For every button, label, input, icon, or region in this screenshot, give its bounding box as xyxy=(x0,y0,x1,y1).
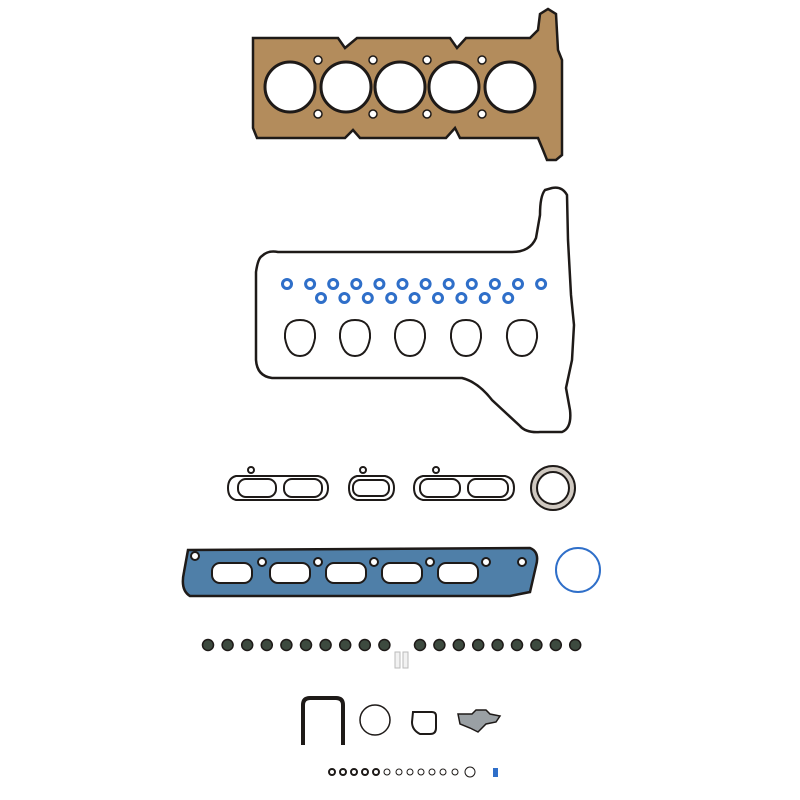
rear-seal xyxy=(530,465,576,511)
exhaust-port xyxy=(325,562,367,584)
tube-seal-loop xyxy=(449,318,483,358)
cylinder-bore xyxy=(319,60,373,114)
spark-plug-o-ring xyxy=(455,292,468,304)
small-o-ring xyxy=(328,768,336,776)
spark-plug-o-ring xyxy=(385,292,398,304)
spark-plug-o-ring xyxy=(488,278,501,290)
blue-o-ring xyxy=(555,547,601,593)
spark-plug-o-ring xyxy=(327,278,340,290)
small-o-ring xyxy=(451,768,459,776)
bolt-hole xyxy=(422,55,432,65)
tube-seal-loop xyxy=(338,318,372,358)
small-o-ring xyxy=(464,766,476,778)
exhaust-port xyxy=(269,562,311,584)
small-gasket xyxy=(410,711,437,735)
spark-plug-o-ring xyxy=(281,278,293,290)
o-ring xyxy=(359,704,391,736)
tube-seal-loop xyxy=(505,318,539,358)
small-o-ring xyxy=(339,768,347,776)
tube-seal-loop xyxy=(393,318,427,358)
white-plugs xyxy=(394,651,409,669)
valve-stem-seal xyxy=(201,638,215,652)
valve-stem-seal xyxy=(358,638,372,652)
spark-plug-o-ring xyxy=(315,292,327,304)
valve-stem-seal xyxy=(260,638,274,652)
tube-seal-loop xyxy=(283,318,317,358)
valve-stem-seals xyxy=(201,638,582,652)
spark-plug-o-ring xyxy=(338,292,351,304)
valve-cover-gasket xyxy=(254,186,576,434)
exhaust-port xyxy=(381,562,423,584)
exhaust-port xyxy=(211,562,253,584)
cylinder-bore xyxy=(427,60,481,114)
valve-stem-seal xyxy=(338,638,352,652)
bolt-hole xyxy=(190,551,200,561)
valve-stem-seal xyxy=(568,638,582,652)
spark-plug-o-ring xyxy=(442,278,455,290)
valve-stem-seal xyxy=(452,638,466,652)
valve-stem-seal xyxy=(549,638,563,652)
small-o-ring xyxy=(383,768,391,776)
spark-plug-o-ring xyxy=(350,278,363,290)
spark-plug-o-ring xyxy=(465,278,478,290)
small-o-ring xyxy=(406,768,414,776)
spark-plug-o-ring xyxy=(408,292,421,304)
bolt-hole xyxy=(313,109,323,119)
exhaust-manifold-gasket xyxy=(181,546,539,598)
valve-stem-seal xyxy=(413,638,427,652)
small-o-rings xyxy=(328,766,476,778)
intake-manifold-gaskets xyxy=(226,466,516,501)
spark-plug-o-ring xyxy=(535,278,548,290)
bolt-hole xyxy=(368,55,378,65)
bolt-hole xyxy=(477,55,487,65)
cylinder-bore xyxy=(263,60,317,114)
valve-stem-seal xyxy=(510,638,524,652)
small-o-ring xyxy=(372,768,380,776)
exhaust-port xyxy=(437,562,479,584)
small-o-ring xyxy=(395,768,403,776)
valve-stem-seal xyxy=(378,638,391,652)
bolt-hole xyxy=(257,557,267,567)
valve-stem-seal xyxy=(471,638,485,652)
bolt-hole xyxy=(477,109,487,119)
valve-stem-seal xyxy=(299,638,313,652)
small-o-ring xyxy=(428,768,436,776)
cylinder-bore xyxy=(373,60,427,114)
spark-plug-o-ring xyxy=(304,278,317,290)
spark-plug-o-ring xyxy=(512,278,524,290)
valve-stem-seal xyxy=(319,638,332,652)
tube-seal xyxy=(301,696,345,745)
small-o-ring xyxy=(350,768,358,776)
spark-plug-o-ring xyxy=(502,292,515,304)
spark-plug-o-ring xyxy=(419,278,432,290)
valve-stem-seal xyxy=(491,638,504,652)
cylinder-bore xyxy=(483,60,537,114)
bolt-hole xyxy=(481,557,491,567)
valve-stem-seal xyxy=(221,638,234,652)
spark-plug-o-ring xyxy=(478,292,491,304)
spark-plug-o-ring xyxy=(361,292,374,304)
bolt-hole xyxy=(368,109,378,119)
bolt-hole xyxy=(313,55,323,65)
bolt-hole xyxy=(313,557,323,567)
bolt-hole xyxy=(422,109,432,119)
spark-plug-o-ring xyxy=(432,292,444,304)
bolt-hole xyxy=(425,557,435,567)
small-o-ring xyxy=(361,768,369,776)
bolt-hole xyxy=(517,557,527,567)
cylinder-head-gasket xyxy=(251,7,564,162)
bracket-gasket xyxy=(457,709,502,733)
valve-stem-seal xyxy=(530,638,543,652)
blue-plug xyxy=(493,768,498,777)
small-o-ring xyxy=(417,768,425,776)
valve-stem-seal xyxy=(280,638,293,652)
small-o-ring xyxy=(439,768,447,776)
spark-plug-o-ring xyxy=(396,278,409,290)
bolt-hole xyxy=(369,557,379,567)
valve-stem-seal xyxy=(433,638,446,652)
spark-plug-o-ring xyxy=(373,278,386,290)
valve-stem-seal xyxy=(240,638,254,652)
